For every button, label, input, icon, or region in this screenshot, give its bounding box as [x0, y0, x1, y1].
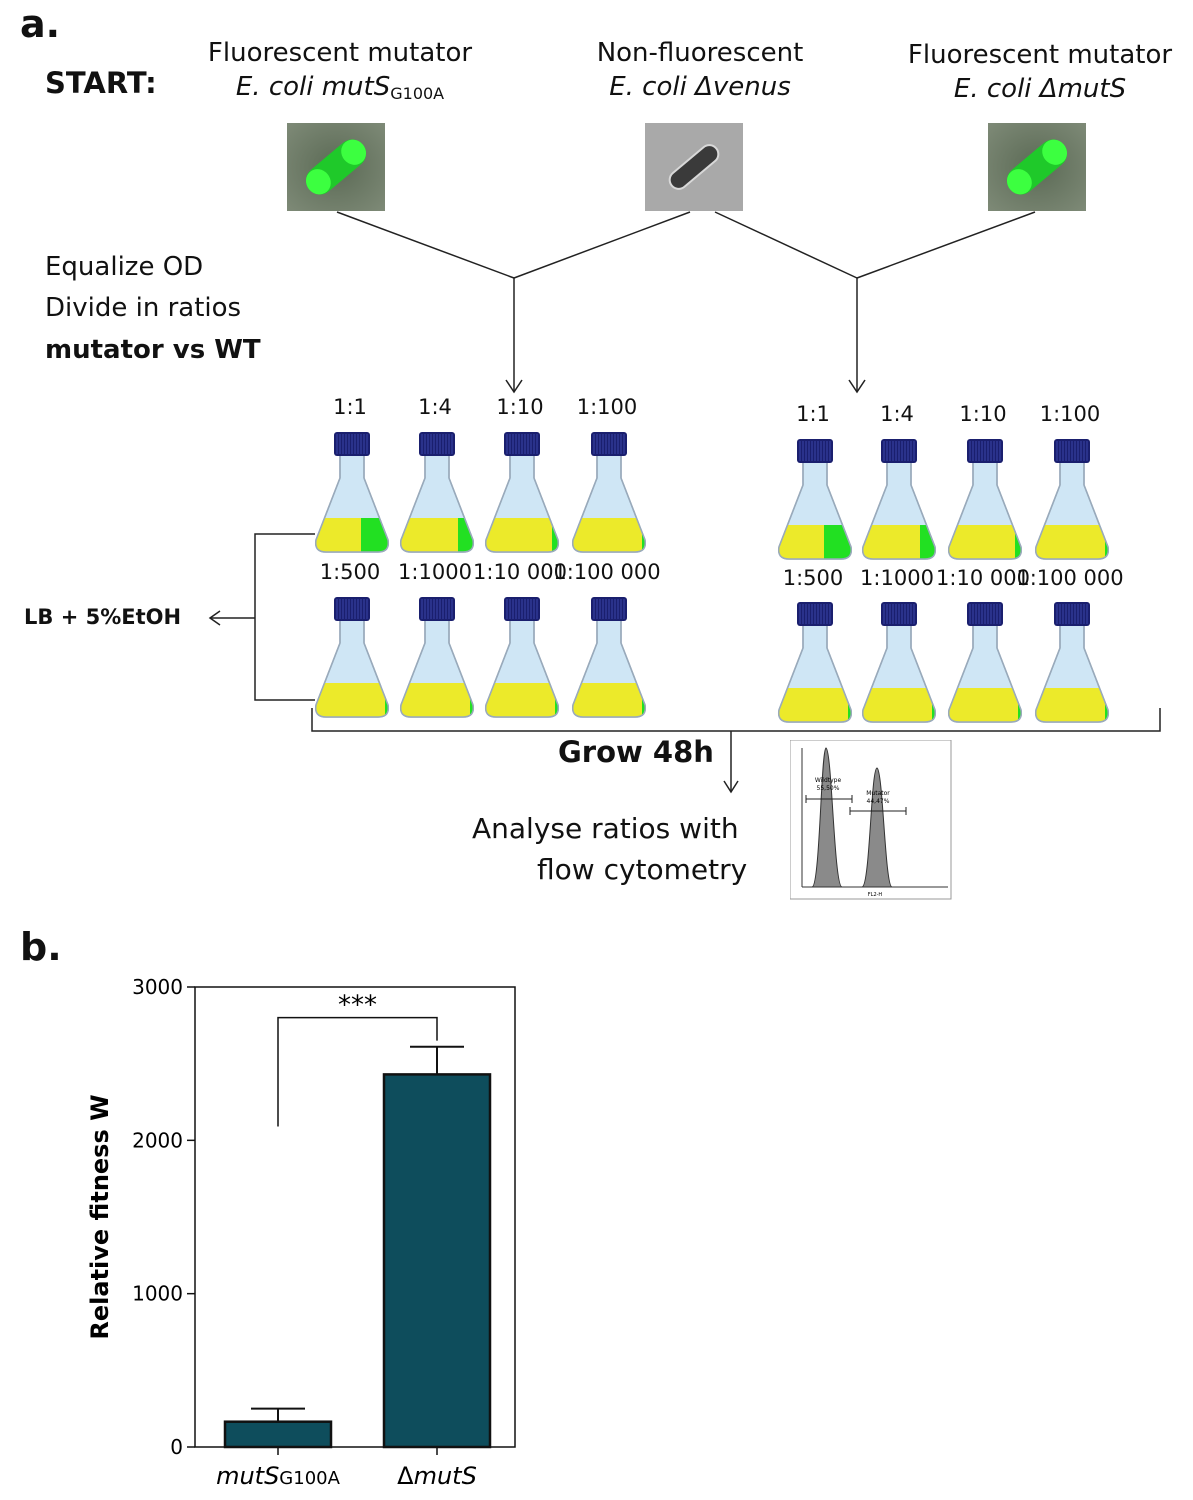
erlenmeyer-flask-icon	[1034, 602, 1110, 723]
flask-ratio-label: 1:500	[782, 566, 844, 590]
erlenmeyer-flask-icon	[861, 439, 937, 560]
y-tick-label: 2000	[132, 1128, 183, 1152]
strain-mutS-G100A-title: Fluorescent mutator E. coli mutSG100A	[195, 36, 485, 111]
flask-ratio-label: 1:1000	[860, 566, 934, 590]
flow-cytometry-histogram: Wildtype 55,50% Mutator 44,47% FL2-H	[790, 740, 952, 900]
step-mutator-vs-wt: mutator vs WT	[45, 335, 261, 365]
flask-ratio-label: 1:1	[333, 395, 367, 419]
x-tick-label: ΔmutS	[397, 1462, 477, 1490]
flask-ratio-label: 1:100	[576, 395, 638, 419]
panel-a-label: a.	[20, 2, 61, 46]
flask-ratio-label: 1:10 000	[473, 560, 567, 584]
strain-3-line2: E. coli ΔmutS	[953, 74, 1127, 104]
y-tick-label: 0	[170, 1435, 183, 1459]
flask-ratio-label: 1:4	[418, 395, 452, 419]
strain-1-line1: Fluorescent mutator	[207, 38, 473, 68]
strain-mutS-title: Fluorescent mutator E. coli ΔmutS	[895, 38, 1185, 106]
erlenmeyer-flask-icon	[484, 597, 560, 718]
significance-stars: ***	[338, 991, 377, 1021]
bar	[223, 1420, 333, 1449]
histogram-xlabel: FL2-H	[868, 892, 883, 898]
bar	[382, 1073, 492, 1449]
y-tick-label: 3000	[132, 975, 183, 999]
green-cell-icon	[287, 123, 385, 211]
histogram-peak2-value: 44,47%	[867, 798, 890, 805]
erlenmeyer-flask-icon	[861, 602, 937, 723]
step-divide: Divide in ratios	[45, 293, 242, 323]
y-axis-label: Relative fitness W	[86, 1094, 114, 1339]
x-label-part: S	[264, 1462, 279, 1490]
step-equalize: Equalize OD	[45, 252, 204, 282]
erlenmeyer-flask-icon	[571, 597, 647, 718]
erlenmeyer-flask-icon	[777, 602, 853, 723]
x-label-part: mut	[216, 1462, 266, 1490]
histogram-peak2-label: Mutator	[866, 790, 890, 797]
erlenmeyer-flask-icon	[484, 432, 560, 553]
analyse-line2: flow cytometry	[537, 853, 748, 886]
erlenmeyer-flask-icon	[571, 432, 647, 553]
flask-ratio-label: 1:1	[796, 402, 830, 426]
flask-ratio-label: 1:10	[959, 402, 1007, 426]
analyse-line1: Analyse ratios with	[472, 812, 739, 845]
erlenmeyer-flask-icon	[947, 439, 1023, 560]
x-tick-label: mutSG100A	[216, 1462, 341, 1490]
y-tick-label: 1000	[132, 1282, 183, 1306]
panel-b-label: b.	[20, 925, 62, 969]
strain-2-line1: Non-fluorescent	[596, 38, 804, 68]
start-label: START:	[45, 66, 157, 100]
grow-label: Grow 48h	[558, 735, 714, 769]
x-label-subscript: G100A	[279, 1468, 340, 1489]
erlenmeyer-flask-icon	[777, 439, 853, 560]
flask-ratio-label: 1:10	[496, 395, 544, 419]
erlenmeyer-flask-icon	[1034, 439, 1110, 560]
medium-label: LB + 5%EtOH	[24, 605, 182, 629]
flask-ratio-label: 1:10 000	[936, 566, 1030, 590]
flow-connectors	[208, 211, 1161, 794]
x-label-part: mutS	[414, 1462, 477, 1490]
flask-ratio-label: 1:4	[880, 402, 914, 426]
flask-ratio-label: 1:100 000	[553, 560, 661, 584]
flask-ratio-label: 1:1000	[398, 560, 472, 584]
grey-cell-icon	[645, 123, 743, 211]
erlenmeyer-flask-icon	[399, 597, 475, 718]
x-label-part: Δ	[397, 1462, 414, 1490]
strain-1-line2: E. coli mutSG100A	[195, 70, 485, 111]
strain-1-sub: G100A	[390, 84, 445, 103]
erlenmeyer-flask-icon	[947, 602, 1023, 723]
erlenmeyer-flask-icon	[314, 432, 390, 553]
plot-frame	[194, 986, 516, 1448]
strain-3-line1: Fluorescent mutator	[907, 40, 1173, 70]
histogram-peak1-value: 55,50%	[817, 785, 840, 792]
flask-ratio-label: 1:100	[1039, 402, 1101, 426]
flask-grid: 1:1 1:4	[0, 0, 1193, 740]
strain-1-name: E. coli mutS	[235, 72, 391, 102]
flask-ratio-label: 1:500	[319, 560, 381, 584]
strain-2-line2: E. coli Δvenus	[609, 72, 791, 102]
erlenmeyer-flask-icon	[399, 432, 475, 553]
significance-bracket	[277, 1016, 438, 1127]
strain-venus-title: Non-fluorescent E. coli Δvenus	[560, 36, 840, 104]
flask-ratio-label: 1:100 000	[1016, 566, 1124, 590]
erlenmeyer-flask-icon	[314, 597, 390, 718]
green-cell-icon	[988, 123, 1086, 211]
histogram-peak1-label: Wildtype	[815, 777, 842, 784]
